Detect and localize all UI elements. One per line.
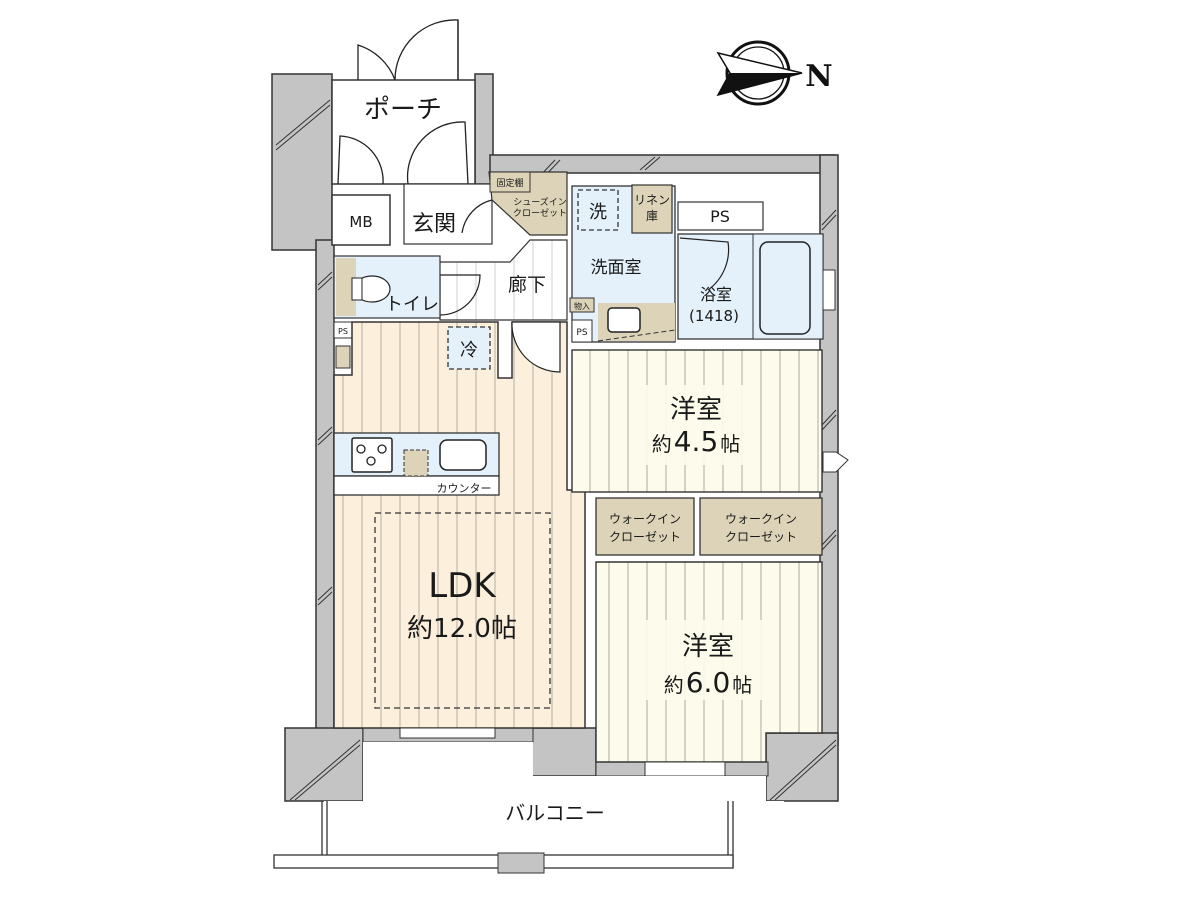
stove-icon	[351, 437, 393, 473]
meter-box-label: MB	[349, 213, 372, 231]
entrance: 玄関	[403, 183, 493, 245]
ps-left-label: PS	[338, 327, 348, 336]
ps-top-label: PS	[710, 207, 730, 226]
fixed-shelf-label: 固定棚	[496, 177, 523, 189]
porch: ポーチ	[331, 19, 476, 185]
north-arrow-icon: N	[716, 40, 833, 106]
shoe-closet-label-2: クローゼット	[513, 207, 567, 219]
linen-label-2: 庫	[646, 209, 658, 223]
walk-in-closet-1-label-2: クローゼット	[609, 530, 681, 544]
ps-left: PS	[333, 321, 353, 369]
porch-label: ポーチ	[364, 95, 442, 125]
bathtub-icon	[759, 241, 811, 335]
bathroom-label: 浴室	[700, 285, 732, 304]
washroom-label: 洗面室	[591, 258, 642, 278]
hallway: 廊下	[431, 239, 568, 321]
ldk-label: LDK	[428, 566, 497, 606]
washer-label: 洗	[589, 202, 607, 223]
toilet-room: トイレ	[333, 255, 441, 319]
washroom: 洗 リネン 庫 洗面室 物入 PS	[569, 184, 676, 343]
shoe-closet: 固定棚 シューズイン クローゼット	[488, 171, 568, 236]
hallway-label: 廊下	[508, 274, 546, 296]
washbasin-icon	[607, 307, 641, 333]
linen-label-1: リネン	[634, 193, 670, 207]
walk-in-closet-2-label-1: ウォークイン	[725, 512, 797, 526]
compass-label: N	[805, 59, 832, 94]
balcony-label: バルコニー	[505, 801, 605, 825]
entrance-label: 玄関	[412, 212, 456, 237]
fridge-label: 冷	[460, 340, 478, 361]
walk-in-closet-1: ウォークイン クローゼット	[595, 497, 695, 556]
meter-box: MB	[331, 194, 391, 246]
toilet-label: トイレ	[385, 294, 439, 315]
ldk-area: 約12.0帖	[407, 614, 517, 644]
ldk: 冷 カウンター LDK 約12.0帖	[333, 321, 586, 739]
walk-in-closet-2-label-2: クローゼット	[725, 530, 797, 544]
ps-top: PS	[677, 201, 764, 231]
bathroom: 浴室 (1418)	[677, 233, 836, 340]
shoe-closet-label-1: シューズイン	[513, 196, 567, 208]
balcony: バルコニー	[273, 742, 784, 874]
kitchen-counter: カウンター	[333, 432, 500, 496]
western-room-1-label: 洋室	[670, 395, 722, 425]
sink-icon	[439, 439, 487, 471]
ps-mid-label: PS	[576, 328, 587, 338]
western-room-2-label: 洋室	[682, 632, 734, 662]
bathroom-size: (1418)	[689, 307, 739, 325]
storage-small-label: 物入	[574, 301, 590, 311]
fridge-space	[447, 326, 491, 370]
walk-in-closet-1-label-1: ウォークイン	[609, 512, 681, 526]
counter-label: カウンター	[437, 482, 492, 495]
walk-in-closet-2: ウォークイン クローゼット	[699, 497, 823, 556]
